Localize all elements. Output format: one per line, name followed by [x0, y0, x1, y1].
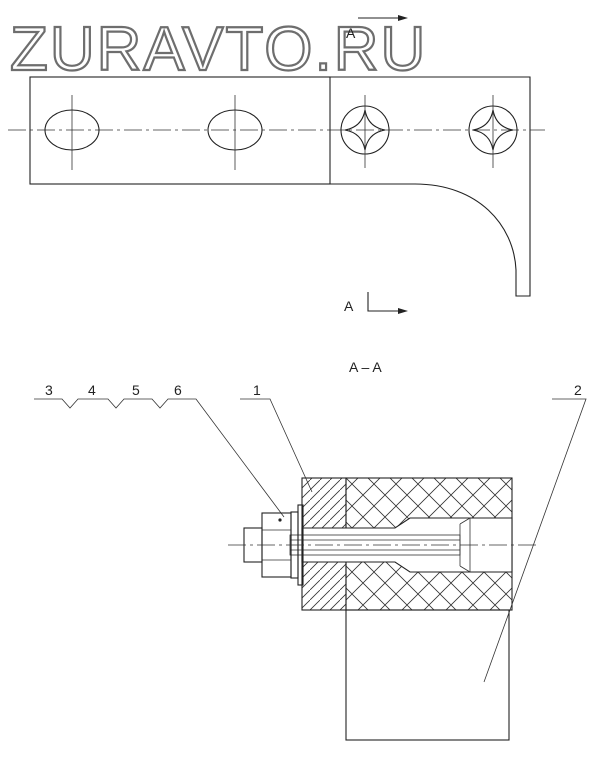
- slot-hole-2: [207, 95, 263, 170]
- part-label-6: 6: [174, 382, 182, 398]
- bracket-right-plate: [330, 76, 531, 297]
- slot-hole-1: [44, 95, 100, 170]
- section-marker-top: A: [346, 15, 408, 41]
- section-marker-label-bottom: A: [344, 298, 354, 314]
- section-marker-bottom: A: [344, 292, 408, 314]
- part-label-4: 4: [88, 382, 96, 398]
- lower-block: [345, 609, 510, 741]
- screw-head-1: [340, 95, 390, 168]
- part-label-1: 1: [253, 382, 261, 398]
- part-label-2: 2: [574, 382, 582, 398]
- watermark: ZURAVTO.RU: [10, 15, 427, 84]
- section-title: A – A: [349, 359, 382, 375]
- screw-head-2: [468, 95, 518, 168]
- part-label-5: 5: [132, 382, 140, 398]
- bracket-top-view: [8, 76, 545, 297]
- part-label-3: 3: [45, 382, 53, 398]
- section-marker-label-top: A: [346, 25, 356, 41]
- bracket-left-plate: [29, 76, 331, 185]
- leaders: [34, 398, 587, 683]
- section-view: [228, 477, 538, 741]
